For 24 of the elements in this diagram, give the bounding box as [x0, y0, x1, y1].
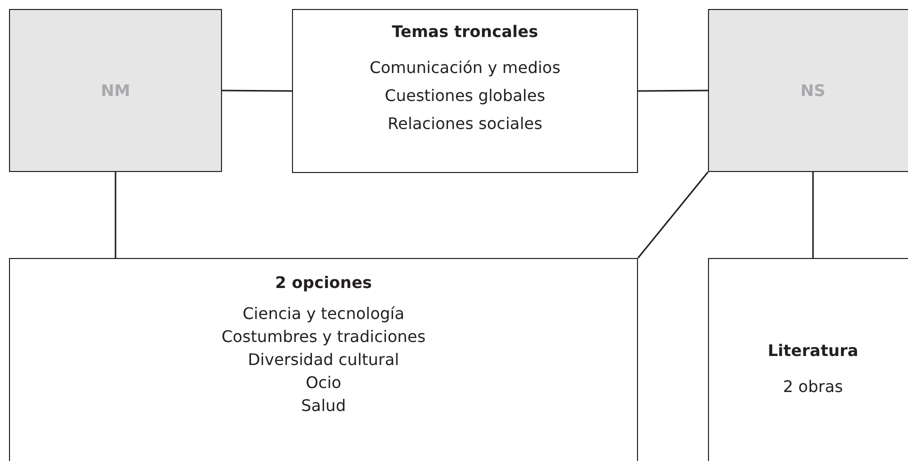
- topic-box: [9, 258, 638, 461]
- box-item: Cuestiones globales: [384, 86, 546, 105]
- box-heading: NS: [800, 81, 826, 100]
- box-item: Comunicación y medios: [370, 58, 560, 77]
- box-item: Costumbres y tradiciones: [221, 327, 426, 346]
- connector-line: [114, 172, 116, 258]
- topic-box: [292, 9, 638, 173]
- box-heading: NM: [100, 81, 130, 100]
- box-heading: 2 opciones: [275, 273, 372, 292]
- connector-line: [222, 90, 292, 92]
- connector-line: [812, 172, 814, 258]
- level-box: [708, 9, 908, 172]
- connector-line: [637, 172, 709, 258]
- box-item: 2 obras: [783, 377, 843, 396]
- box-heading: Literatura: [768, 341, 858, 360]
- level-box: [9, 9, 222, 172]
- box-item: Ciencia y tecnología: [242, 304, 404, 323]
- topic-box: [708, 258, 908, 461]
- box-heading: Temas troncales: [392, 22, 538, 41]
- box-item: Salud: [301, 396, 346, 415]
- box-item: Relaciones sociales: [388, 114, 542, 133]
- box-item: Ocio: [306, 373, 342, 392]
- connector-line: [638, 90, 708, 92]
- box-item: Diversidad cultural: [248, 350, 400, 369]
